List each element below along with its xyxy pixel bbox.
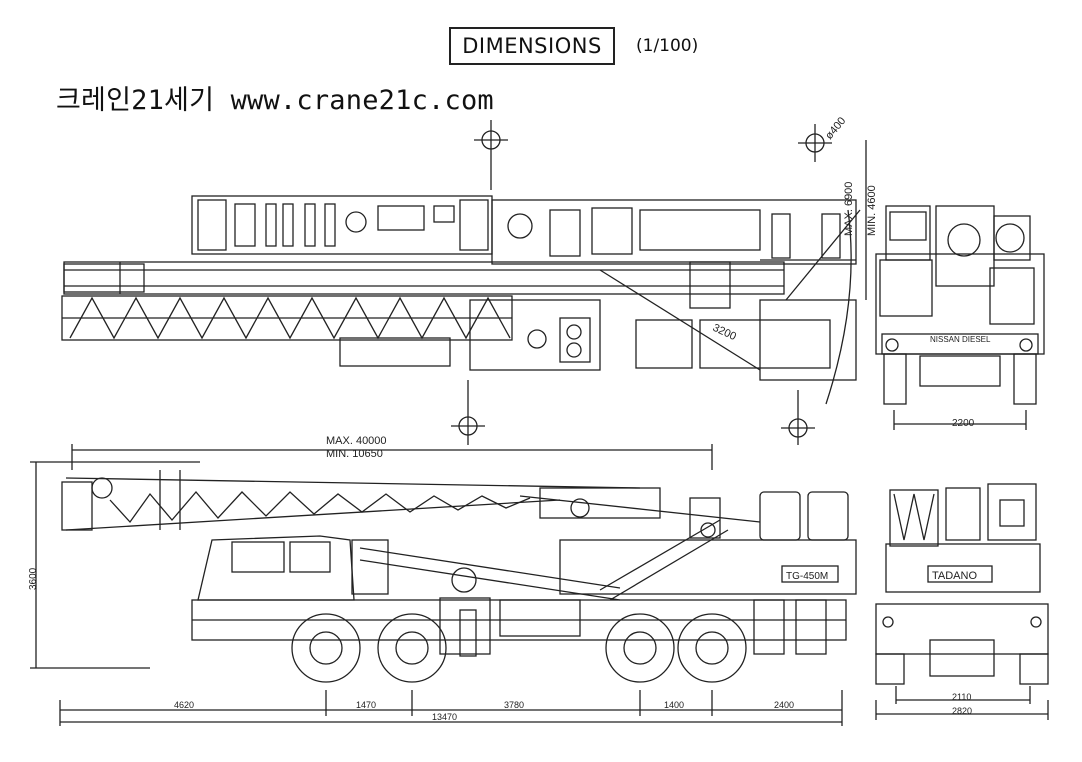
rear-view: TADANO 2110 2820 [875,483,1049,720]
page-title: DIMENSIONS [449,27,615,65]
rear-body [885,543,1041,593]
dim-3780: 3780 [504,700,524,710]
plan-view: MAX. 6900 MIN. 4600 ø400 3200 NISSAN DIE… [61,115,1045,445]
center-mark [798,124,832,162]
diameter-label: ø400 [823,115,848,142]
dim-2400: 2400 [774,700,794,710]
radius-label: 3200 [711,322,738,343]
wheel [677,613,747,683]
boom-plan [61,261,785,341]
watermark-site: 크레인21세기 www.crane21c.com [56,85,494,116]
dim-1400: 1400 [664,700,684,710]
height-min-label: MIN. 4600 [866,185,878,236]
wheel [377,613,447,683]
model-plate: TG-450M [786,571,828,582]
boom-max-label: MAX. 40000 [326,435,387,447]
wheel [605,613,675,683]
total-length: 13470 [432,712,457,722]
superstructure [191,195,493,255]
center-mark [451,380,485,445]
carrier-deck [491,199,857,265]
dim-4620: 4620 [174,700,194,710]
front-width-label: 2200 [952,418,975,429]
engine-label: NISSAN DIESEL [930,335,991,344]
boom-min-label: MIN. 10650 [326,448,383,460]
side-view: MAX. 40000 MIN. 10650 3600 [28,435,857,726]
width-label: 2820 [952,706,972,716]
scale-label: (1/100) [636,36,699,56]
front-view: NISSAN DIESEL 2200 [875,205,1045,430]
wheel [291,613,361,683]
track-label: 2110 [952,692,971,702]
center-mark [474,120,508,190]
upper-body [559,539,857,595]
boom-side [61,470,761,539]
height-label: 3600 [28,567,39,590]
dim-1470: 1470 [356,700,376,710]
height-max-label: MAX. 6900 [843,182,855,236]
brand-label: TADANO [932,570,977,582]
center-mark [781,390,815,445]
